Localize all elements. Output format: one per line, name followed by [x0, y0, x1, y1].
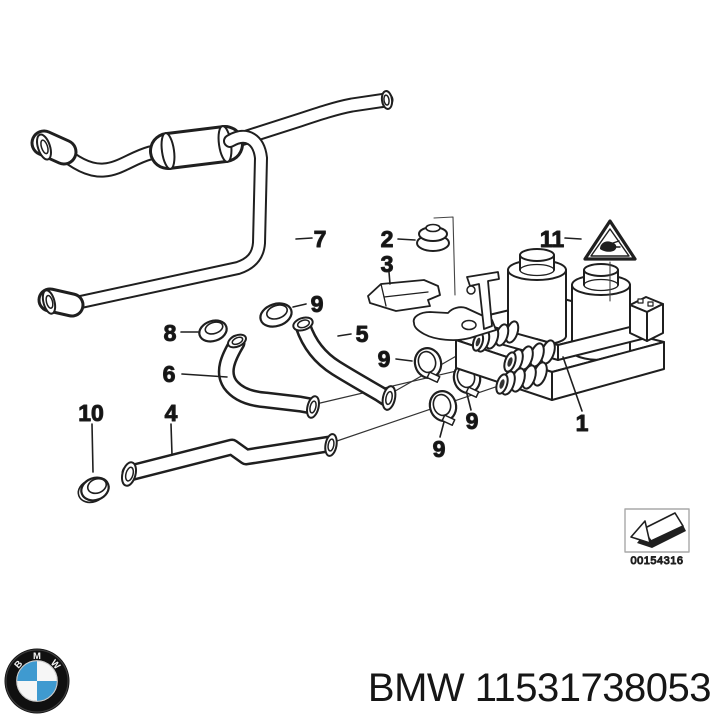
leader-lines [91, 237, 583, 473]
callout-7: 7 [314, 226, 327, 252]
ring-10 [77, 476, 110, 504]
callout-8: 8 [164, 320, 177, 346]
warning-triangle-icon [583, 219, 637, 302]
stamp-code: 00154316 [631, 555, 684, 567]
callout-labels: 7 2 3 11 8 9 5 6 10 4 9 9 9 1 [78, 226, 589, 463]
stamp-box: 00154316 [624, 508, 690, 568]
hose-6 [217, 333, 320, 419]
callout-10: 10 [78, 400, 104, 426]
clamp-9-a [413, 347, 443, 384]
callout-11: 11 [540, 226, 565, 252]
bmw-logo: B M W [4, 648, 70, 714]
callout-1: 1 [576, 410, 589, 436]
callout-6: 6 [163, 361, 176, 387]
direction-arrow-icon [630, 512, 686, 548]
clamp-9-c [428, 390, 458, 427]
callout-9b: 9 [378, 346, 391, 372]
callout-9a: 9 [311, 291, 324, 317]
callout-9c: 9 [466, 408, 479, 434]
logo-quadrants [16, 660, 58, 702]
exploded-parts-drawing: 7 2 3 11 8 9 5 6 10 4 9 9 9 1 00154316 [30, 90, 690, 568]
callout-9d: 9 [433, 436, 446, 462]
valve-port-3 [495, 361, 548, 396]
callout-2: 2 [381, 226, 394, 252]
callout-5: 5 [356, 321, 369, 347]
valve-bracket [412, 271, 500, 341]
logo-letter-m: M [33, 651, 41, 662]
valve-port-2 [503, 339, 556, 374]
callout-3: 3 [381, 251, 394, 277]
part-number-title: BMW 11531738053 [367, 666, 712, 710]
callout-4: 4 [165, 400, 178, 426]
valve-connector [629, 296, 664, 342]
water-valve-unit-1 [412, 248, 665, 401]
ring-9-top [259, 302, 293, 328]
ring-8 [198, 319, 228, 343]
hose-7 [30, 90, 394, 318]
hose-5 [292, 316, 397, 411]
grommet-2 [416, 216, 456, 296]
hose-4 [120, 433, 338, 487]
clip-3 [367, 279, 441, 312]
